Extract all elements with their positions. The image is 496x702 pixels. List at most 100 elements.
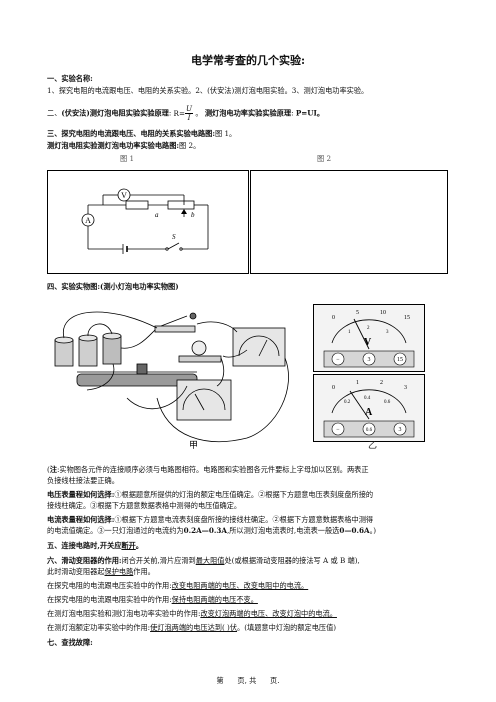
resistance-principle-label: (伏安法)测灯泡电阻实验实验原理	[61, 108, 169, 118]
v-terminal-2: 15	[397, 357, 403, 363]
voltmeter-dial: 0 5 10 15 1 2 3 V − 3 15	[313, 304, 425, 372]
section-6-answer-max: 最大阻值	[195, 556, 225, 565]
a-letter: A	[365, 407, 373, 418]
v-letter: V	[364, 337, 372, 348]
role-4-hint: 。(填题意中灯泡的额定电压值)	[237, 623, 337, 632]
circuit-diagram: V A S a b	[81, 188, 209, 254]
voltmeter-range-line-1: 电压表量程如何选择:①根据题意所提供的灯泡的额定电压值确定。②根据下方题意电压表…	[47, 490, 373, 499]
role-line-1: 在探究电阻的电流跟电压实验中的作用:改变电阻两端的电压、改变电阻中的电流。	[47, 581, 308, 590]
section-3-label: 三、探究电阻的电流跟电压、电阻的关系实验电路图:	[47, 129, 215, 138]
note-line-1: (注:实物图各元件的连接顺序必须与电路图相符。电路图和实验图各元件要标上字母加以…	[47, 465, 369, 474]
section-3-value: 图 1。	[214, 129, 237, 138]
section-6-line-2: 此时滑动变阻器起保护电路作用。	[47, 567, 155, 576]
voltmeter-face: 0 5 10 15 1 2 3 V − 3 15	[323, 310, 415, 368]
ammeter-range-line-2: 的电流值确定。③一只灯泡通过的电流约为0.2A—0.3A,所以测灯泡电流表时,电…	[47, 526, 376, 535]
ammeter-text-a: 的电流值确定。③一只灯泡通过的电流约为	[47, 526, 184, 535]
section-6-heading: 六、滑动变阻器的作用:	[47, 556, 122, 565]
ammeter-letter: A	[85, 216, 91, 225]
note-text-1: :实物图各元件的连接顺序必须与电路图相符。电路图和实验图各元件要标上字母加以区别…	[57, 465, 369, 474]
resistance-formula: R= U I	[173, 105, 196, 122]
ammeter-dial: 0 1 2 3 0.2 0.4 0.6 A − 0.6 3	[313, 374, 425, 442]
ammeter-range-text-1: ①根据下方题意电流表刻度盘所接的接线柱确定。②根据下方题意数据表格中测得	[114, 515, 374, 524]
figure-1-label: 图 1	[120, 154, 135, 163]
voltmeter-letter: V	[121, 191, 127, 200]
page-footer: 第 页, 共 页.	[216, 676, 280, 685]
svg-text:−: −	[336, 357, 340, 363]
v-terminal-1: 3	[368, 357, 371, 363]
section-5-answer: 断开	[121, 541, 136, 550]
section-5-end: 。	[135, 541, 143, 550]
v-sub-1: 1	[348, 330, 351, 335]
role-1-label: 在探究电阻的电流跟电压实验中的作用:	[47, 581, 172, 590]
v-sub-3: 3	[386, 330, 389, 335]
section-6-answer-protect: 保护电路	[104, 567, 134, 576]
v-tick-0: 0	[332, 315, 335, 321]
section-2-prefix: 二、	[47, 108, 62, 118]
role-2-answer: 保持电阻两端的电压不变。	[171, 595, 258, 604]
power-principle-label: 测灯泡电功率实验实验原理	[204, 108, 292, 118]
role-line-3: 在测灯泡电阻实验和测灯泡电功率实验中的作用:改变灯泡两端的电压、改变灯泡中的电流…	[47, 609, 337, 618]
note-line-2: 负接线柱接法要正确。	[47, 476, 119, 485]
point-a: a	[155, 211, 159, 219]
v-tick-5: 5	[356, 310, 359, 316]
section-3b-value: 图 2。	[179, 141, 201, 150]
voltmeter-range-label: 电压表量程如何选择:	[47, 490, 115, 499]
v-sub-2: 2	[367, 326, 370, 331]
formula-denominator: I	[187, 113, 191, 122]
ammeter-text-range: 0—0.6A	[339, 526, 370, 535]
ammeter-text-e: 。)	[369, 526, 377, 535]
voltmeter-range-line-2: 接线柱确定。③根据下方题意数据表格中测得的电压值确定。	[47, 501, 242, 510]
ammeter-range-label: 电流表量程如何选择:	[47, 515, 115, 524]
a-sub-02: 0.2	[344, 400, 351, 405]
ammeter-text-c: ,所以测灯泡电流表时,电流表一般选	[226, 526, 340, 535]
v-tick-10: 10	[380, 310, 386, 316]
figure-2-box	[250, 170, 448, 274]
role-line-2: 在探究电阻的电流跟电阻实验中的作用:保持电阻两端的电压不变。	[47, 595, 258, 604]
a-terminal-2: 3	[399, 427, 402, 433]
label-jia: 甲	[189, 440, 198, 450]
role-4-answer: 使灯泡两端的电压达到( )伏	[150, 623, 238, 632]
section-6-text-e: 此时滑动变阻器起	[47, 567, 105, 576]
colon: :	[168, 108, 172, 118]
section-5-line: 五、连接电路时,开关应断开。	[47, 541, 143, 550]
role-3-label: 在测灯泡电阻实验和测灯泡电功率实验中的作用:	[47, 609, 201, 618]
power-formula: P=UI。	[295, 108, 325, 118]
section-1-text: 1、探究电阻的电流跟电压、电阻的关系实验。2、(伏安法)测灯泡电阻实验。3、测灯…	[47, 86, 369, 95]
point-b: b	[191, 211, 195, 219]
a-tick-2: 2	[380, 380, 383, 386]
a-sub-06: 0.6	[384, 400, 391, 405]
section-2-line: 二、(伏安法)测灯泡电阻实验实验原理: R= U I 。 测灯泡电功率实验实验原…	[47, 105, 324, 122]
section-4-heading: 四、实验实物图:(测小灯泡电功率实物图)	[47, 282, 179, 291]
colon: :	[291, 108, 294, 118]
section-6-text-d: 处(或根据滑动变阻器的接法写 A 或 B 端),	[224, 556, 360, 565]
role-4-label: 在测灯泡额定功率实验中的作用:	[47, 623, 151, 632]
role-1-answer: 改变电阻两端的电压、改变电阻中的电流。	[171, 581, 309, 590]
figure-2-label: 图 2	[317, 154, 332, 163]
section-3b-line: 测灯泡电阻实验测灯泡电功率实验电路图:图 2。	[47, 141, 200, 150]
label-yi: 乙	[368, 441, 378, 451]
section-6-text-g: 作用。	[133, 567, 155, 576]
ammeter-text-current: 0.2A—0.3A	[183, 526, 227, 535]
role-2-label: 在探究电阻的电流跟电阻实验中的作用:	[47, 595, 172, 604]
section-7-heading: 七、查找故障:	[47, 638, 93, 647]
a-sub-04: 0.4	[364, 396, 371, 401]
a-tick-1: 1	[356, 380, 359, 386]
figure-1-box: V A S a b	[47, 170, 249, 274]
page-title: 电学常考查的几个实验:	[190, 54, 306, 67]
switch-letter: S	[172, 233, 176, 241]
svg-text:−: −	[336, 427, 340, 433]
role-3-answer: 改变灯泡两端的电压、改变灯泡中的电流。	[200, 609, 337, 618]
section-1-heading: 一、实验名称:	[47, 74, 93, 83]
section-5-text: 五、连接电路时,开关应	[47, 541, 122, 550]
section-6-line-1: 六、滑动变阻器的作用:闭合开关前,滑片应滑到最大阻值处(或根据滑动变阻器的接法写…	[47, 556, 360, 565]
v-tick-15: 15	[404, 315, 410, 321]
separator: 。	[195, 108, 203, 118]
formula-numerator: U	[184, 104, 194, 114]
section-3b-label: 测灯泡电阻实验测灯泡电功率实验电路图:	[47, 141, 180, 150]
section-6-text-b: 闭合开关前,滑片应滑到	[121, 556, 196, 565]
note-label: 注	[49, 465, 58, 474]
a-tick-3: 3	[404, 385, 407, 391]
formula-lhs: R=	[173, 108, 185, 118]
a-terminal-1: 0.6	[366, 428, 373, 433]
ammeter-face: 0 1 2 3 0.2 0.4 0.6 A − 0.6 3	[323, 380, 415, 438]
